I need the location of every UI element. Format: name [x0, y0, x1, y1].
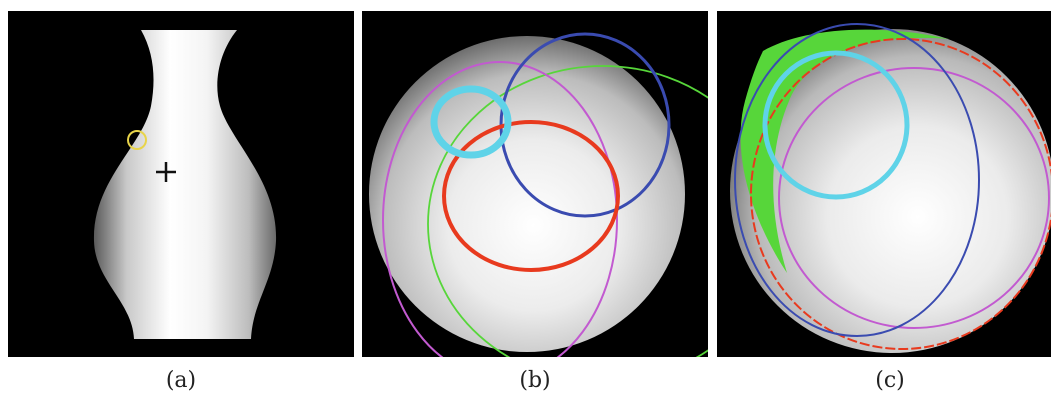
- magenta-circle: [778, 67, 1050, 329]
- red-circle: [442, 120, 620, 272]
- sphere: [730, 29, 1051, 353]
- red-circle: [750, 38, 1051, 350]
- caption-a: (a): [165, 368, 197, 393]
- caption-b: (b): [519, 368, 551, 393]
- cyan-circle: [430, 85, 512, 159]
- panel-a-vase-image: [8, 11, 354, 357]
- marker-circle: [127, 130, 147, 150]
- cyan-circle: [762, 50, 910, 200]
- blue-circle: [734, 23, 980, 337]
- magenta-circle: [382, 61, 618, 357]
- sphere-render-b: [369, 32, 708, 357]
- green-circle: [427, 65, 708, 357]
- panel-c-sphere-image: [717, 11, 1051, 357]
- sphere: [369, 36, 685, 352]
- center-cross-marker: [156, 162, 176, 182]
- caption-c: (c): [875, 368, 905, 393]
- green-band: [740, 29, 949, 274]
- panel-b-sphere-image: [362, 11, 708, 357]
- sphere-render-c: [730, 23, 1051, 353]
- vase-silhouette: [93, 30, 277, 339]
- vase-render: [93, 30, 277, 339]
